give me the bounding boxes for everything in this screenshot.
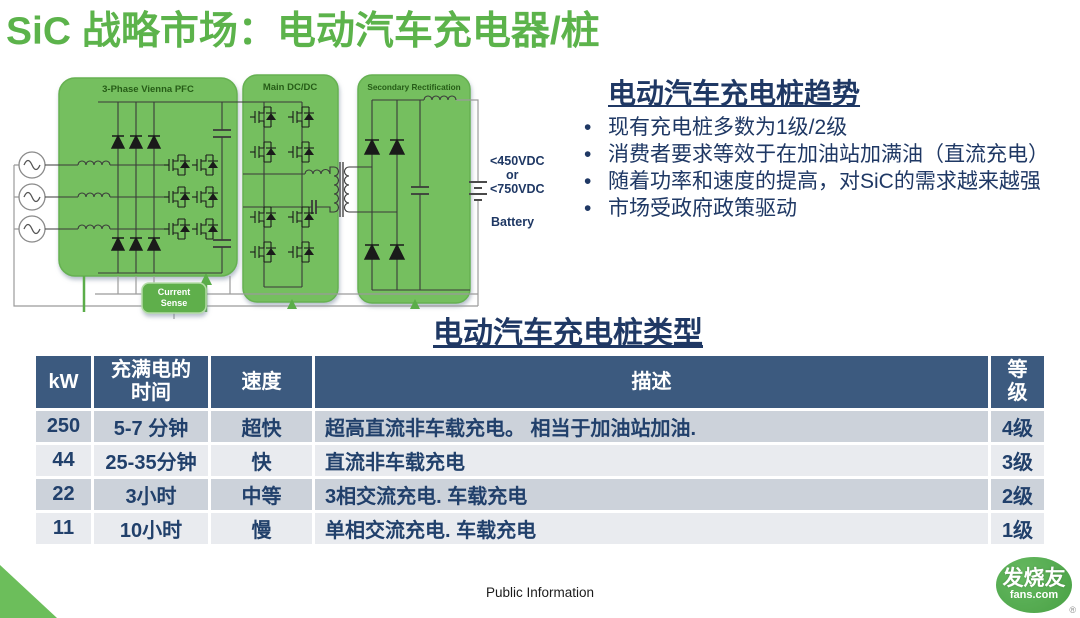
cell-time: 25-35分钟 <box>94 445 208 476</box>
watermark-domain: fans.com <box>1009 589 1059 601</box>
cell-speed: 快 <box>211 445 312 476</box>
charger-types-heading: 电动汽车充电桩类型 <box>433 317 703 350</box>
cell-description: 3相交流充电. 车载充电 <box>315 479 988 510</box>
voltage-label-450: <450VDC <box>490 154 545 168</box>
page-title: SiC 战略市场：电动汽车充电器/桩 <box>6 10 600 53</box>
cell-description: 单相交流充电. 车载充电 <box>315 513 988 544</box>
pfc-block <box>58 77 238 277</box>
trends-heading: 电动汽车充电桩趋势 <box>608 78 861 109</box>
trends-bullet-1: 现有充电桩多数为1级/2级 <box>582 114 1080 141</box>
watermark-text: 发烧友 <box>1002 567 1066 590</box>
footer-text: Public Information <box>485 585 595 600</box>
col-header-description: 描述 <box>315 356 988 408</box>
cell-description: 超高直流非车载充电。 相当于加油站加油. <box>315 411 988 442</box>
cell-kw: 250 <box>36 411 91 442</box>
battery-label: Battery <box>491 215 534 229</box>
rectification-block <box>357 74 471 304</box>
watermark-logo: 发烧友 fans.com ® <box>996 557 1076 615</box>
current-sense-box <box>141 282 207 314</box>
cell-time: 3小时 <box>94 479 208 510</box>
cell-level: 2级 <box>991 479 1044 510</box>
rectification-block-label: Secondary Rectification <box>367 83 460 92</box>
cell-speed: 超快 <box>211 411 312 442</box>
trends-bullet-4: 市场受政府政策驱动 <box>582 195 1080 222</box>
cell-level: 4级 <box>991 411 1044 442</box>
cell-level: 3级 <box>991 445 1044 476</box>
trends-bullet-3: 随着功率和速度的提高，对SiC的需求越来越强 <box>582 168 1080 195</box>
ac-source-icons <box>18 151 46 243</box>
pfc-diodes <box>110 134 162 251</box>
cell-level: 1级 <box>991 513 1044 544</box>
cell-description: 直流非车载充电 <box>315 445 988 476</box>
trends-bullet-list: 现有充电桩多数为1级/2级 消费者要求等效于在加油站加满油（直流充电） 随着功率… <box>582 114 1080 222</box>
cell-kw: 44 <box>36 445 91 476</box>
dcdc-internals <box>243 102 397 288</box>
battery-icon <box>469 181 487 201</box>
charger-circuit-diagram: 3-Phase Vienna PFC Main DC/DC Secondary … <box>13 74 545 319</box>
dcdc-block <box>242 74 339 303</box>
current-sense-label-line1: Current <box>158 287 191 297</box>
col-header-speed: 速度 <box>211 356 312 408</box>
col-header-time: 充满电的时间 <box>94 356 208 408</box>
cell-time: 10小时 <box>94 513 208 544</box>
cell-speed: 慢 <box>211 513 312 544</box>
col-header-kw: kW <box>36 356 91 408</box>
charger-types-table: kW 充满电的时间 速度 描述 等级 250 5-7 分钟 超快 超高直流非车载… <box>36 356 1044 544</box>
cell-kw: 11 <box>36 513 91 544</box>
dcdc-block-label: Main DC/DC <box>263 82 318 93</box>
voltage-label-750: <750VDC <box>490 182 545 196</box>
voltage-or-label: or <box>506 168 519 182</box>
cell-kw: 22 <box>36 479 91 510</box>
cell-time: 5-7 分钟 <box>94 411 208 442</box>
trends-bullet-2: 消费者要求等效于在加油站加满油（直流充电） <box>582 141 1080 168</box>
current-sense-label-line2: Sense <box>161 298 188 308</box>
watermark-oval: 发烧友 fans.com <box>996 557 1072 613</box>
registered-mark: ® <box>1069 605 1076 615</box>
cell-speed: 中等 <box>211 479 312 510</box>
col-header-level: 等级 <box>991 356 1044 408</box>
rectification-diodes <box>363 138 406 260</box>
pfc-block-label: 3-Phase Vienna PFC <box>102 84 194 95</box>
